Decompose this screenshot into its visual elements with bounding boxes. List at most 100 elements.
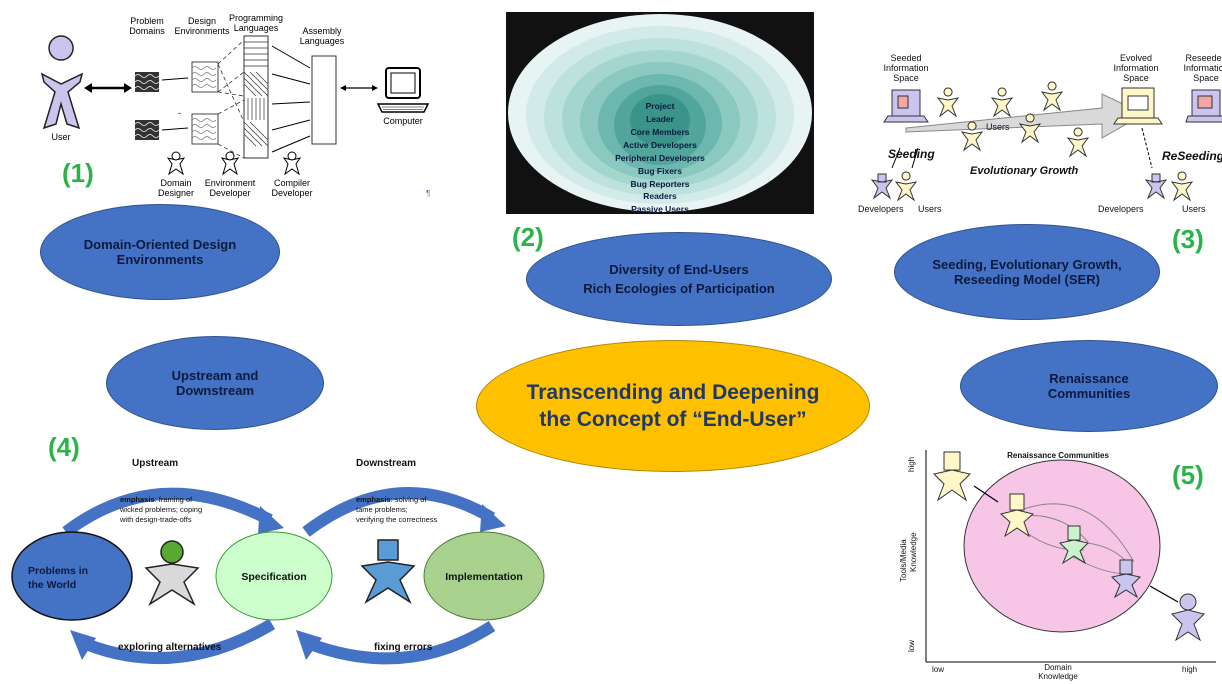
problems-label-2: the World — [28, 579, 76, 591]
computer-label: Computer — [383, 116, 423, 126]
outside-bottom-person-icon — [1171, 593, 1205, 642]
evolved-label-2: Information — [1113, 63, 1158, 73]
arrowhead-icon — [296, 630, 322, 660]
arrow-line — [161, 77, 189, 81]
growth-arrow — [905, 93, 1146, 139]
oval-renaissance: Renaissance Communities — [960, 340, 1218, 432]
env-dev-label-1: Environment — [205, 178, 256, 188]
downstream-top-arc — [302, 487, 496, 537]
oval-updown-line-2: Downstream — [175, 383, 255, 398]
ser-model-diagram: Seeded Information Space Evolved Informa… — [858, 53, 1222, 214]
dashed-connectors — [217, 39, 245, 159]
svg-text:emphasis: framing of: emphasis: framing of — [120, 495, 193, 504]
problems-label-1: Problems in — [28, 565, 88, 577]
seeded-label-2: Information — [883, 63, 928, 73]
outside-top-person-icon — [933, 451, 971, 502]
arrowhead-icon — [372, 85, 378, 91]
layer-core-members: Core Members — [630, 127, 689, 137]
evolved-label-1: Evolved — [1120, 53, 1152, 63]
specification-label: Specification — [241, 571, 306, 583]
reseeded-space-laptop-icon — [1185, 89, 1222, 123]
connection-arcs — [1015, 503, 1135, 575]
inside-yellow-person-icon — [999, 493, 1035, 538]
implementation-node — [423, 531, 545, 621]
users-right-label: Users — [1182, 204, 1206, 214]
wave-pattern — [134, 74, 160, 138]
oval-diversity: Diversity of End-Users Rich Ecologies of… — [526, 232, 832, 326]
downstream-heading: Downstream — [356, 458, 416, 469]
svg-text:emphasis: solving of: emphasis: solving of — [356, 495, 427, 504]
arrowhead-icon — [70, 630, 96, 660]
oval-diversity-line-1: Diversity of End-Users — [609, 262, 749, 277]
seeded-label-1: Seeded — [890, 53, 921, 63]
reseeded-label-1: Reseeded — [1185, 53, 1222, 63]
problem-domains-label-2: Domains — [129, 26, 165, 36]
upstream-bottom-arc — [83, 618, 276, 665]
column-hatching — [243, 71, 269, 147]
layer-active-developers: Active Developers — [623, 140, 697, 150]
oval-diversity-line-2: Rich Ecologies of Participation — [583, 281, 775, 296]
reseeded-label-2: Information — [1183, 63, 1222, 73]
fixing-errors-label: fixing errors — [374, 642, 433, 653]
label-number-4: (4) — [48, 432, 80, 462]
arrow-in-top — [973, 485, 999, 503]
implementation-label: Implementation — [445, 571, 523, 583]
developers-right-label: Developers — [1098, 204, 1144, 214]
arrowhead-icon — [258, 506, 284, 534]
yellow-users-group — [894, 81, 1194, 202]
x-axis-label-1: Domain — [1044, 663, 1072, 672]
down-emphasis-2: tame problems; — [356, 505, 408, 514]
label-number-3: (3) — [1172, 224, 1204, 254]
oval-dode: Domain-Oriented Design Environments — [40, 204, 280, 300]
compiler-dev-label-1: Compiler — [274, 178, 310, 188]
seed-arrows — [891, 147, 919, 169]
layer-passive-users: Passive Users — [631, 204, 689, 214]
renaissance-circle — [963, 459, 1161, 633]
developer-figures — [870, 173, 1168, 200]
upstream-downstream-diagram: Upstream Downstream emphasis: framing of… — [11, 458, 545, 665]
prog-lang-label-1: Programming — [229, 13, 283, 23]
arrow-in-bottom — [1149, 585, 1179, 603]
down-emphasis-label: emphasis — [356, 495, 391, 504]
y-high-label: high — [907, 457, 916, 472]
inside-green-person-icon — [1058, 525, 1090, 565]
renaissance-communities-chart: high low Tools/Media Knowledge low high … — [899, 450, 1216, 681]
x-low-label: low — [932, 665, 944, 674]
computer-icon — [376, 67, 430, 113]
asm-lang-label-2: Languages — [300, 36, 345, 46]
oval-ren-line-1: Renaissance — [1049, 371, 1129, 386]
layer-peripheral-developers: Peripheral Developers — [615, 153, 705, 163]
dash-mark: - — [178, 108, 181, 118]
assembly-languages-box — [311, 55, 337, 145]
seeded-label-3: Space — [893, 73, 919, 83]
developers-left-label: Developers — [858, 204, 904, 214]
layer-bug-reporters: Bug Reporters — [630, 179, 689, 189]
users-mid-label: Users — [986, 122, 1010, 132]
down-emphasis-3: verifying the correctness — [356, 515, 438, 524]
x-axis-label-2: Knowledge — [1038, 672, 1078, 681]
label-number-2: (2) — [512, 222, 544, 252]
downstream-bottom-arc — [307, 620, 496, 665]
oval-ser-line-2: Reseeding Model (SER) — [954, 272, 1100, 287]
up-emphasis-1: : framing of — [155, 495, 193, 504]
column-stripes — [244, 41, 268, 67]
upstream-person-icon — [144, 540, 200, 606]
center-concept-oval: Transcending and Deepening the Concept o… — [476, 340, 870, 472]
layer-project: Project — [646, 101, 675, 111]
compiler-developer-icon — [282, 151, 302, 176]
dashed-arrow — [1141, 127, 1153, 169]
oval-dode-line-2: Environments — [116, 252, 204, 267]
problems-in-world-node — [11, 531, 133, 621]
dode-architecture-diagram: Problem Domains Design Environments Prog… — [40, 13, 430, 198]
users-left-label: Users — [918, 204, 942, 214]
y-axis-label-2: Knowledge — [909, 532, 918, 572]
column-vertical-lines — [247, 98, 265, 120]
environment-developer-icon — [220, 151, 240, 176]
prog-lang-label-2: Languages — [234, 23, 279, 33]
downstream-person-icon — [360, 539, 416, 604]
onion-rings: Project Leader Core Members Active Devel… — [508, 14, 812, 214]
wave-pattern — [191, 66, 217, 140]
oval-ser-line-1: Seeding, Evolutionary Growth, — [932, 257, 1122, 272]
seeding-label: Seeding — [888, 147, 935, 161]
chart-title: Renaissance Communities — [1007, 451, 1109, 460]
